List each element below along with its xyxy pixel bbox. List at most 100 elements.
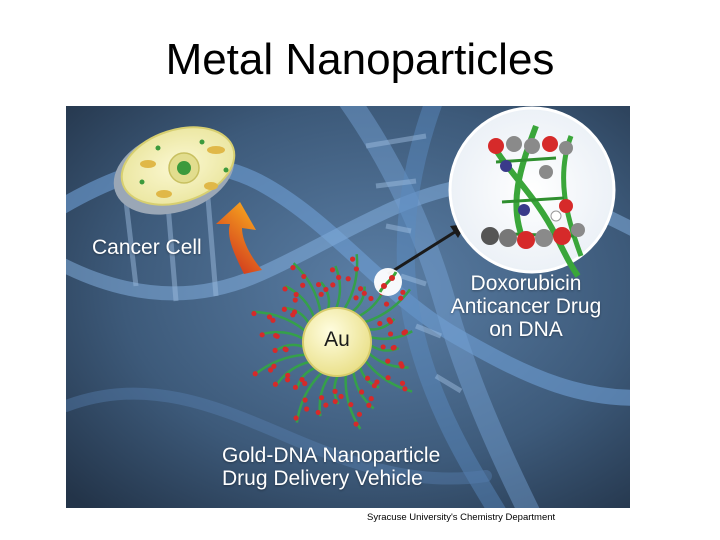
drug-molecule-dot <box>273 332 279 339</box>
drug-molecule-dot <box>353 295 359 301</box>
drug-molecule-dot <box>292 384 299 390</box>
molecule-atoms <box>481 136 585 249</box>
drug-molecule-dot <box>284 377 291 383</box>
drug-molecule-dot <box>315 409 321 416</box>
drug-molecule-dot <box>251 310 257 317</box>
drug-molecule-dot <box>299 377 305 383</box>
drug-molecule-dot <box>377 320 383 327</box>
drug-molecule-dot <box>267 367 274 373</box>
vehicle-label-line-1: Gold-DNA Nanoparticle <box>222 444 441 467</box>
drug-molecule-dot <box>270 317 276 323</box>
drug-label-line-2: Anticancer Drug <box>450 295 602 318</box>
dna-strand <box>364 359 413 393</box>
drug-molecule-dot <box>398 295 404 301</box>
nanoparticle-illustration: Cancer Cell Doxorubicin Anticancer Drug … <box>66 106 630 508</box>
drug-molecule-dot <box>383 301 390 307</box>
dna-strand <box>285 306 310 324</box>
drug-molecule-dot <box>315 281 322 288</box>
dna-strand <box>368 352 409 369</box>
drug-molecule-dot <box>330 282 336 288</box>
drug-molecule-dot <box>302 397 308 403</box>
drug-molecule-dot <box>374 379 380 385</box>
drug-molecule-dot <box>353 266 360 272</box>
drug-molecule-dot <box>252 371 258 377</box>
drug-molecule-dot <box>272 347 278 353</box>
drug-molecule-dot <box>348 401 354 408</box>
drug-molecule-dot <box>292 297 298 303</box>
drug-molecule-dot <box>282 286 288 292</box>
drug-molecule-dot <box>293 291 299 298</box>
drug-molecule-dot <box>290 265 296 271</box>
gold-core <box>302 307 372 377</box>
vehicle-label: Gold-DNA Nanoparticle Drug Delivery Vehi… <box>222 444 440 490</box>
drug-molecule-dot <box>302 380 308 387</box>
drug-molecule-dot <box>281 306 287 312</box>
drug-molecule-dot <box>318 291 324 297</box>
drug-molecule-dot <box>353 421 359 427</box>
drug-molecule-dot <box>402 386 408 392</box>
drug-molecule-dot <box>400 289 406 295</box>
dna-drug-inset <box>448 106 616 278</box>
drug-molecule-dot <box>271 363 277 369</box>
dna-strand <box>284 285 316 318</box>
dna-strand <box>274 343 304 352</box>
delivery-arrow <box>216 202 262 274</box>
drug-molecule-dot <box>368 396 374 402</box>
gold-core-label: Au <box>324 328 350 351</box>
drug-molecule-dot <box>338 393 344 400</box>
drug-molecule-dot <box>283 347 289 353</box>
drug-molecule-dot <box>371 383 377 389</box>
drug-molecule-dot <box>332 388 338 394</box>
drug-molecule-dot <box>272 381 279 387</box>
drug-molecule-dot <box>266 314 273 320</box>
drug-molecule-dot <box>399 380 406 386</box>
drug-molecule-dot <box>385 358 391 364</box>
drug-molecule-dot <box>399 363 405 369</box>
dna-strand <box>370 330 413 341</box>
drug-molecule-dot <box>356 411 363 417</box>
drug-molecule-dot <box>380 344 386 350</box>
drug-molecule-dot <box>390 345 396 351</box>
drug-molecule-dot <box>387 331 394 337</box>
dna-strand <box>261 330 304 340</box>
dna-strand <box>351 286 366 313</box>
dna-strand <box>343 254 359 310</box>
dna-strand <box>292 262 322 313</box>
drug-label: Doxorubicin Anticancer Drug on DNA <box>446 272 606 341</box>
dna-strand <box>319 281 331 310</box>
drug-label-line-3: on DNA <box>489 318 563 341</box>
cancer-cell <box>113 126 236 215</box>
drug-molecule-dot <box>368 295 374 302</box>
drug-molecule-dot <box>386 317 392 323</box>
drug-molecule-dot <box>357 286 364 292</box>
drug-molecule-dot <box>323 402 329 408</box>
drug-molecule-dot <box>336 274 342 280</box>
drug-molecule-dot <box>301 273 307 280</box>
drug-molecule-dot <box>361 290 367 296</box>
drug-molecule-dot <box>303 406 310 412</box>
vehicle-label-line-2: Drug Delivery Vehicle <box>222 467 423 490</box>
drug-molecule-dot <box>285 372 291 379</box>
drug-molecule-dot <box>402 329 409 335</box>
credit-caption: Syracuse University's Chemistry Departme… <box>367 512 556 523</box>
slide-title: Metal Nanoparticles <box>165 35 555 84</box>
drug-molecule-dot <box>332 398 338 405</box>
illustration-svg <box>66 106 630 508</box>
cancer-cell-label: Cancer Cell <box>92 236 202 259</box>
dna-strand <box>364 288 411 324</box>
drug-label-line-1: Doxorubicin <box>470 272 582 295</box>
drug-molecule-dot <box>385 375 391 381</box>
dna-strands <box>251 254 413 430</box>
drug-molecule-dot <box>318 395 325 401</box>
drug-molecule-dot <box>293 415 299 421</box>
drug-molecule-dot <box>323 286 329 293</box>
dna-strand <box>334 265 342 309</box>
drug-molecule-dot <box>366 402 372 408</box>
drug-molecule-dot <box>350 256 356 262</box>
drug-molecule-dot <box>291 309 298 315</box>
drug-molecule-dot <box>364 375 371 381</box>
loose-drug-particle <box>374 268 402 296</box>
drug-molecule-dot <box>300 282 306 288</box>
drug-molecule-dot <box>358 389 365 395</box>
dna-strand <box>252 310 306 332</box>
